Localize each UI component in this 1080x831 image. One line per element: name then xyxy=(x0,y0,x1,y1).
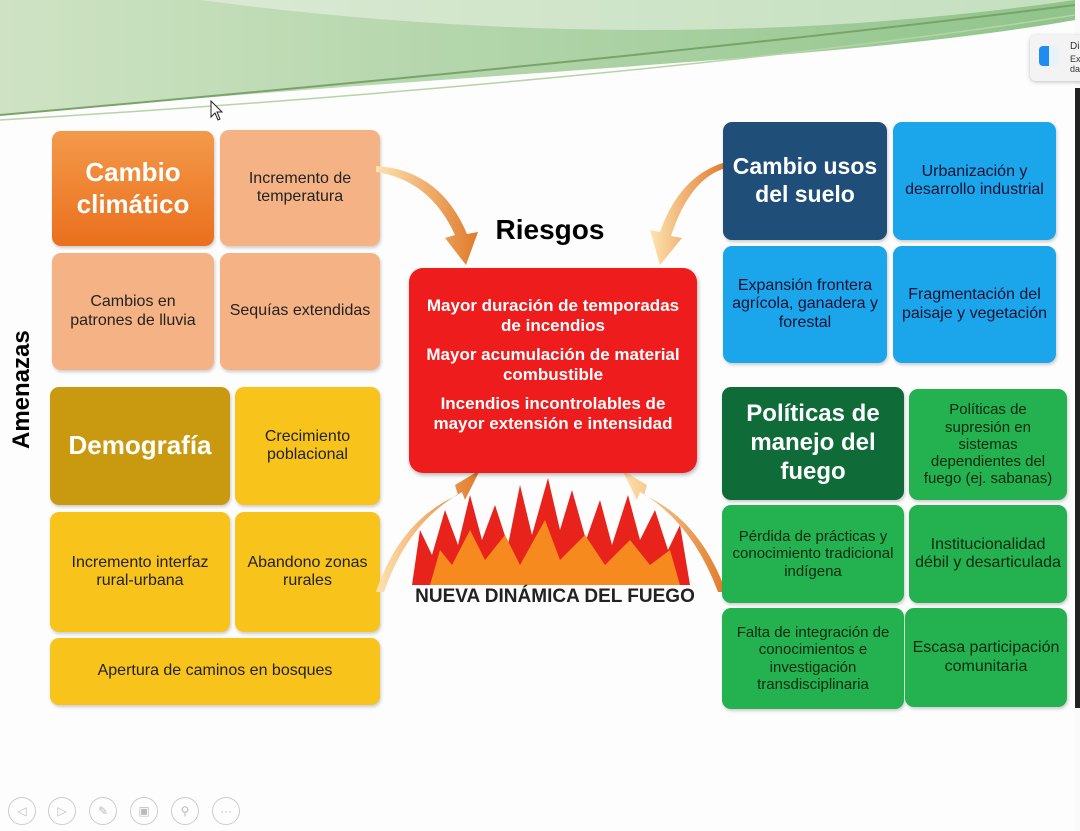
cambio-usos-header: Cambio usos del suelo xyxy=(723,122,887,240)
threat-item: Fragmentación del paisaje y vegetación xyxy=(893,246,1056,363)
flames-graphic xyxy=(412,478,690,585)
pen-tool-button[interactable]: ✎ xyxy=(89,797,117,825)
threat-item: Institucionalidad débil y desarticulada xyxy=(909,505,1067,603)
threat-item: Incremento de temperatura xyxy=(220,130,380,246)
more-options-button[interactable]: ··· xyxy=(212,797,240,825)
notification-line: da xyxy=(1070,64,1080,74)
risks-box: Mayor duración de temporadas de incendio… xyxy=(409,268,697,473)
threat-item: Cambios en patrones de lluvia xyxy=(52,253,214,370)
cursor-icon xyxy=(210,100,224,121)
threat-item: Incremento interfaz rural-urbana xyxy=(50,512,230,632)
risk-item: Incendios incontrolables de mayor extens… xyxy=(433,393,673,433)
notification-title: Dis xyxy=(1070,41,1080,52)
threat-item: Falta de integración de conocimientos e … xyxy=(722,608,904,709)
next-slide-button[interactable]: ▷ xyxy=(48,797,76,825)
threat-item: Crecimiento poblacional xyxy=(235,387,380,505)
politicas-header: Políticas de manejo del fuego xyxy=(722,387,904,500)
nueva-dinamica-label: NUEVA DINÁMICA DEL FUEGO xyxy=(415,586,695,607)
riesgos-title: Riesgos xyxy=(495,214,605,245)
notification-popup[interactable]: Dis Ex da xyxy=(1030,35,1080,81)
threat-item: Políticas de supresión en sistemas depen… xyxy=(909,389,1067,500)
slides-grid-button[interactable]: ▣ xyxy=(130,797,158,825)
top-wave-decoration xyxy=(0,0,1075,121)
threat-item: Expansión frontera agrícola, ganadera y … xyxy=(723,246,887,363)
threat-item: Escasa participación comunitaria xyxy=(905,608,1067,707)
threat-item: Sequías extendidas xyxy=(220,253,380,370)
zoom-button[interactable]: ⚲ xyxy=(171,797,199,825)
risk-item: Mayor acumulación de material combustibl… xyxy=(426,344,680,385)
window-edge xyxy=(1075,88,1080,708)
threat-item: Apertura de caminos en bosques xyxy=(50,638,380,705)
previous-slide-button[interactable]: ◁ xyxy=(8,797,36,825)
demografia-header: Demografía xyxy=(50,387,230,505)
cambio-climatico-header: Cambio climático xyxy=(52,131,214,246)
threat-item: Abandono zonas rurales xyxy=(235,512,380,632)
notification-line: Ex xyxy=(1070,54,1080,64)
finder-icon xyxy=(1039,46,1059,66)
threat-item: Urbanización y desarrollo industrial xyxy=(893,122,1056,240)
risk-item: Mayor duración de temporadas de incendio… xyxy=(426,296,680,336)
threat-item: Pérdida de prácticas y conocimiento trad… xyxy=(722,505,904,603)
